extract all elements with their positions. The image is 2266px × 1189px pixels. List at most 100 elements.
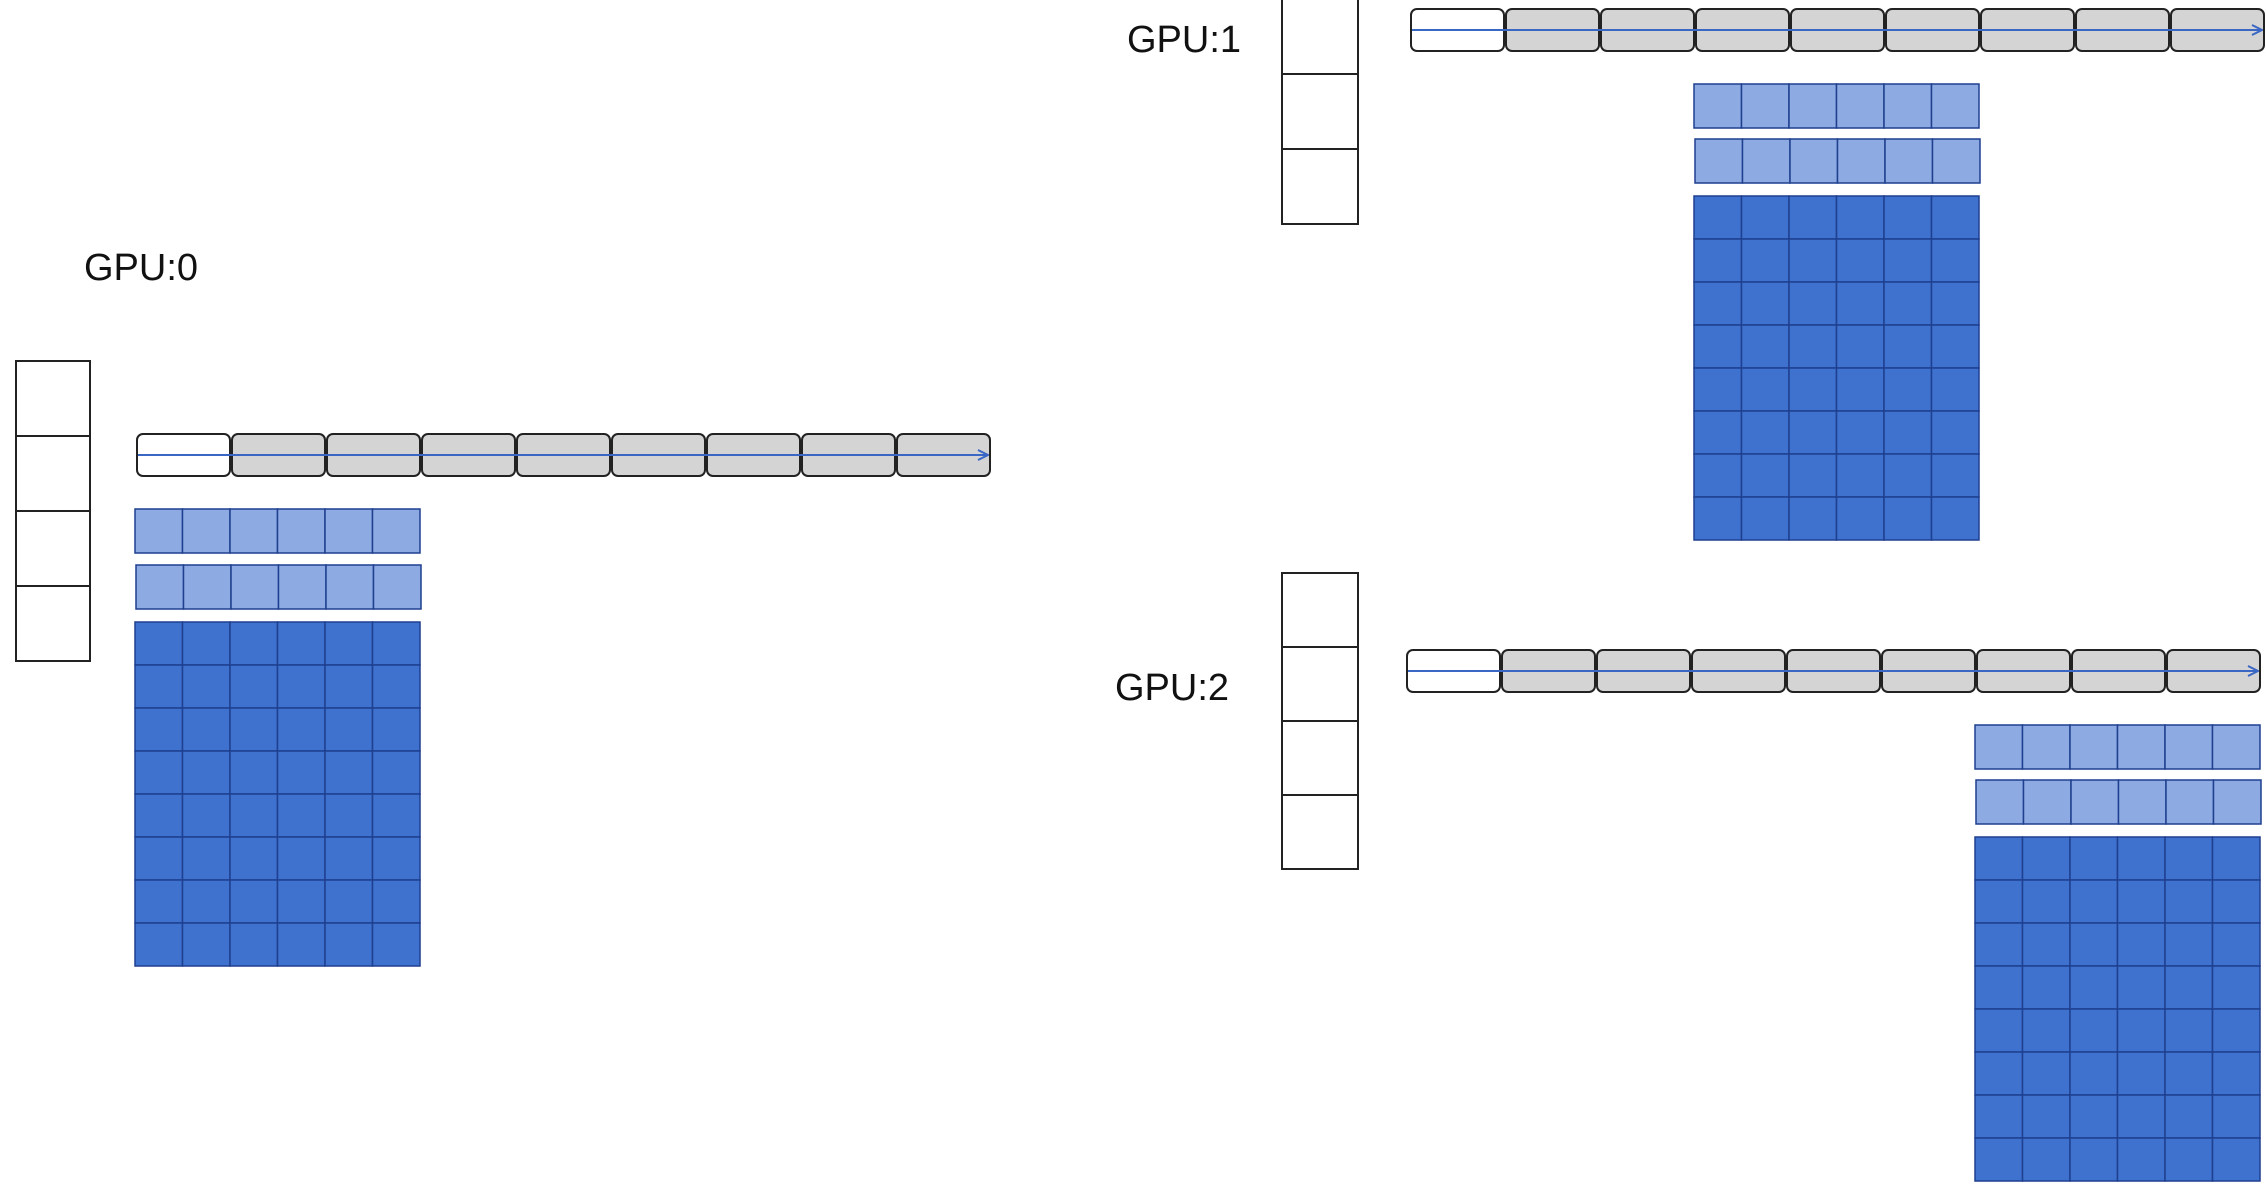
dark-block-cell bbox=[1930, 195, 1980, 240]
dark-block-cell bbox=[1883, 367, 1933, 412]
dark-block-cell bbox=[1740, 367, 1790, 412]
dark-block-cell bbox=[1788, 281, 1838, 326]
dark-block-cell bbox=[2021, 1094, 2071, 1139]
light-block-cell bbox=[135, 564, 185, 610]
dark-block-cell bbox=[324, 664, 374, 709]
stack-cell bbox=[1281, 794, 1359, 870]
light-block-cell bbox=[1788, 83, 1838, 129]
light-block-cell bbox=[2212, 779, 2262, 825]
dark-block-cell bbox=[1788, 367, 1838, 412]
dark-block-cell bbox=[371, 707, 421, 752]
dark-block-cell bbox=[229, 793, 279, 838]
dark-block-cell bbox=[181, 836, 231, 881]
dark-block-cell bbox=[134, 836, 184, 881]
dark-block-cell bbox=[2069, 1051, 2119, 1096]
dark-block-cell bbox=[2211, 879, 2261, 924]
gpu-1-stack bbox=[1281, 0, 1359, 225]
dark-block-cell bbox=[229, 707, 279, 752]
dark-block-cell bbox=[1974, 879, 2024, 924]
dark-block-cell bbox=[181, 750, 231, 795]
light-block-cell bbox=[324, 508, 374, 554]
dark-block-cell bbox=[181, 621, 231, 666]
dark-block-cell bbox=[134, 707, 184, 752]
dark-block-cell bbox=[2116, 836, 2166, 881]
dark-block-cell bbox=[2069, 836, 2119, 881]
dark-block-cell bbox=[2069, 1137, 2119, 1182]
dark-block-cell bbox=[229, 836, 279, 881]
light-block-cell bbox=[1789, 138, 1839, 184]
dark-block-cell bbox=[2164, 879, 2214, 924]
dark-block-cell bbox=[1835, 238, 1885, 283]
dark-block-cell bbox=[1693, 453, 1743, 498]
dark-block-cell bbox=[1740, 195, 1790, 240]
light-block-cell bbox=[1884, 138, 1934, 184]
gpu-0-blocks bbox=[134, 508, 422, 967]
stack-cell bbox=[1281, 720, 1359, 796]
dark-block-cell bbox=[2021, 1051, 2071, 1096]
dark-block-cell bbox=[1835, 496, 1885, 541]
light-block-cell bbox=[1974, 724, 2024, 770]
dark-block-cell bbox=[1974, 1051, 2024, 1096]
dark-block-cell bbox=[1883, 324, 1933, 369]
light-block-cell bbox=[1930, 83, 1980, 129]
dark-block-cell bbox=[1974, 965, 2024, 1010]
dark-block-cell bbox=[324, 922, 374, 967]
light-block-cell bbox=[182, 564, 232, 610]
dark-block-cell bbox=[229, 621, 279, 666]
dark-block-cell bbox=[2211, 1094, 2261, 1139]
dark-block-cell bbox=[2211, 836, 2261, 881]
light-block-cell bbox=[1694, 138, 1744, 184]
dark-block-cell bbox=[276, 922, 326, 967]
dark-block-cell bbox=[1930, 238, 1980, 283]
dark-block-cell bbox=[1788, 410, 1838, 455]
light-block-cell bbox=[1883, 83, 1933, 129]
gpu-1-sequence-bar bbox=[1410, 8, 2265, 52]
dark-block-cell bbox=[324, 879, 374, 924]
gpu-1-group: GPU:1 bbox=[1127, 0, 2265, 541]
gpu-1-label: GPU:1 bbox=[1127, 19, 1241, 61]
gpu-2-group: GPU:2 bbox=[1115, 572, 2262, 1182]
light-block-cell bbox=[1741, 138, 1791, 184]
dark-block-cell bbox=[2116, 1094, 2166, 1139]
light-block-cell bbox=[372, 564, 422, 610]
dark-block-cell bbox=[1740, 453, 1790, 498]
gpu-2-label: GPU:2 bbox=[1115, 667, 1229, 709]
dark-block-cell bbox=[229, 879, 279, 924]
dark-block-cell bbox=[1883, 238, 1933, 283]
light-block-cell bbox=[2022, 779, 2072, 825]
dark-block-cell bbox=[324, 750, 374, 795]
dark-block-cell bbox=[1788, 238, 1838, 283]
dark-block-cell bbox=[276, 836, 326, 881]
light-block-cell bbox=[2165, 779, 2215, 825]
stack-cell bbox=[1281, 0, 1359, 75]
dark-block-cell bbox=[1788, 453, 1838, 498]
dark-block-cell bbox=[1835, 281, 1885, 326]
stack-cell bbox=[1281, 73, 1359, 150]
dark-block-cell bbox=[2069, 879, 2119, 924]
stack-cell bbox=[15, 360, 91, 437]
light-block-cell bbox=[134, 508, 184, 554]
dark-block-cell bbox=[1693, 238, 1743, 283]
light-block-cell bbox=[1740, 83, 1790, 129]
dark-block-cell bbox=[181, 707, 231, 752]
dark-block-cell bbox=[1930, 496, 1980, 541]
light-block-cell bbox=[229, 508, 279, 554]
dark-block-cell bbox=[2211, 1008, 2261, 1053]
dark-block-cell bbox=[1788, 324, 1838, 369]
dark-block-cell bbox=[371, 750, 421, 795]
dark-block-cell bbox=[1930, 410, 1980, 455]
dark-block-cell bbox=[134, 621, 184, 666]
light-block-cell bbox=[230, 564, 280, 610]
dark-block-cell bbox=[324, 793, 374, 838]
dark-block-cell bbox=[2164, 836, 2214, 881]
gpu-2-blocks bbox=[1974, 724, 2262, 1182]
gpu-0-stack bbox=[15, 360, 91, 662]
stack-cell bbox=[15, 585, 91, 662]
light-block-cell bbox=[2069, 724, 2119, 770]
dark-block-cell bbox=[1693, 410, 1743, 455]
dark-block-cell bbox=[1693, 195, 1743, 240]
dark-block-cell bbox=[1693, 496, 1743, 541]
stack-cell bbox=[1281, 646, 1359, 722]
dark-block-cell bbox=[2164, 1051, 2214, 1096]
dark-block-cell bbox=[371, 621, 421, 666]
